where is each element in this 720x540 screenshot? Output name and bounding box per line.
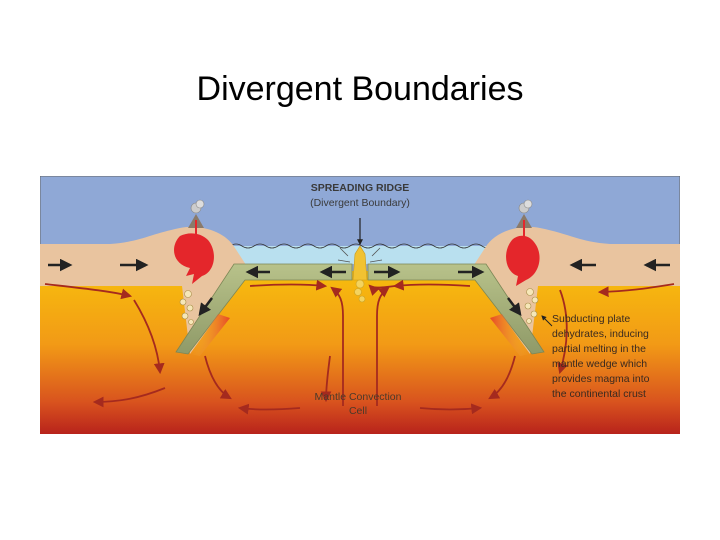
convection-arrows [44,279,675,415]
left-magma-blobs [179,290,194,325]
note-line: mantle wedge which [552,358,647,370]
right-oceanic-plate [367,263,545,355]
ridge-title: SPREADING RIDGE [311,182,410,194]
convection-arrow [376,286,390,406]
ridge-cracks [337,247,383,263]
ridge-magma [352,245,368,281]
ridge-magma-blobs [354,279,366,303]
note-line: provides magma into [552,373,650,385]
convection-arrow [133,299,165,375]
subduction-note: Subducting plate dehydrates, inducing pa… [552,313,650,400]
convection-arrow [557,289,568,375]
diagram-svg: SPREADING RIDGE (Divergent Boundary) Man… [39,175,681,435]
convection-arrow [368,284,396,296]
convection-arrow [237,403,301,415]
left-oceanic-plate [175,263,353,355]
convection-arrow [419,403,483,415]
right-magma-blobs [524,288,539,324]
note-line: partial melting in the [552,343,646,355]
convection-arrow [44,283,133,300]
convection-arrow [249,279,328,291]
plate-motion-arrows [48,218,670,316]
convection-label-line2: Cell [349,405,367,417]
convection-arrow [488,355,516,400]
convection-arrow [330,286,344,406]
right-magma-chamber [506,235,540,286]
convection-arrow [597,283,675,298]
sea-surface [229,243,495,249]
ridge-subtitle: (Divergent Boundary) [310,197,410,209]
arrow-right-subduction [507,297,522,316]
convection-arrow [92,387,166,408]
right-melt-zone [490,314,530,356]
note-pointer [541,315,553,327]
note-line: Subducting plate [552,313,630,325]
note-line: the continental crust [552,388,646,400]
slide-title: Divergent Boundaries [196,70,524,108]
convection-arrow [320,355,332,403]
note-line: dehydrates, inducing [552,328,649,340]
plate-tectonics-diagram: SPREADING RIDGE (Divergent Boundary) Man… [39,175,681,435]
convection-arrow [392,279,471,291]
convection-label-line1: Mantle Convection [315,391,402,403]
left-magma-chamber [174,233,214,284]
left-melt-zone [190,314,230,356]
arrow-left-subduction [198,297,213,316]
convection-arrow [204,355,232,400]
